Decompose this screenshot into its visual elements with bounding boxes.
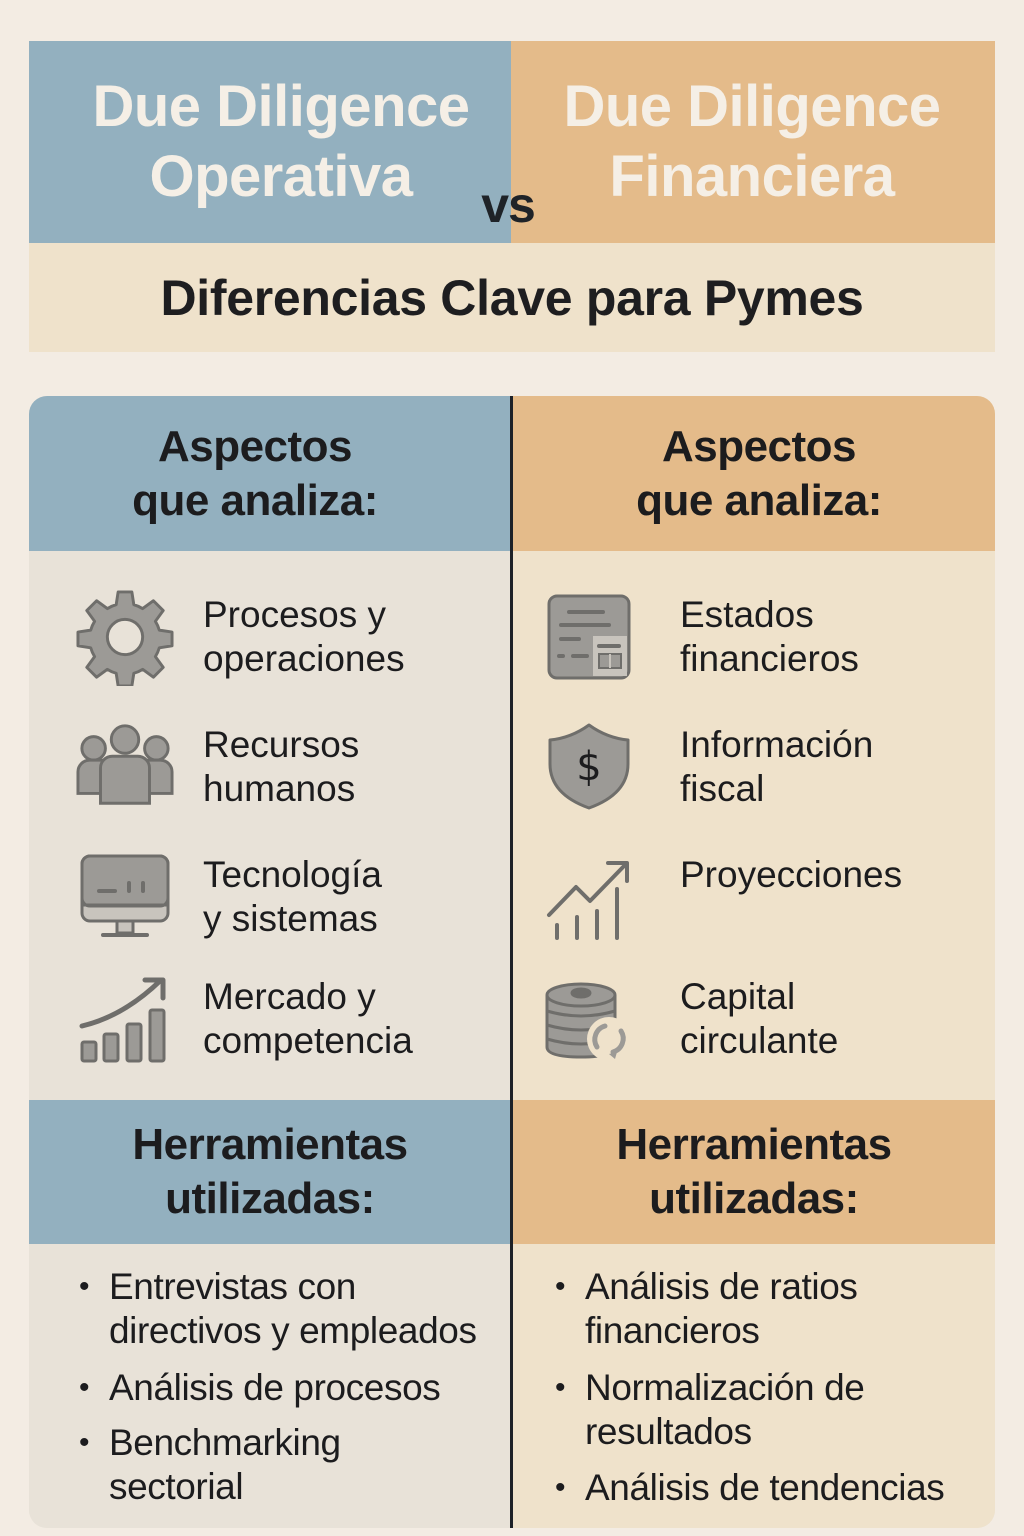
aspect-item-proyecciones: Proyecciones [513, 847, 995, 957]
tool-line2: resultados [585, 1411, 752, 1452]
tool-item: • Análisis de procesos [79, 1366, 499, 1410]
svg-text:$: $ [576, 744, 601, 790]
tool-line1: Normalización de [585, 1367, 865, 1408]
bullet-icon: • [79, 1371, 90, 1404]
operativa-title-line1: Due Diligence [92, 74, 470, 139]
growth-bars-icon [75, 971, 175, 1071]
aspect-item-fiscal: $ Información fiscal [513, 717, 995, 827]
tool-line1: Análisis de tendencias [585, 1467, 945, 1508]
comparison-card: Aspectos que analiza: Procesos y oper [29, 396, 995, 1528]
monitor-icon [75, 847, 175, 947]
operativa-aspects-heading: Aspectos que analiza: [132, 420, 378, 528]
operativa-tools-list: • Entrevistas con directivos y empleados… [29, 1244, 511, 1528]
label-line1: Mercado y [203, 976, 376, 1017]
label-line2: operaciones [203, 638, 405, 679]
tool-line1: Análisis de procesos [109, 1367, 441, 1408]
tool-line2: sectorial [109, 1466, 244, 1507]
financial-statement-icon [539, 587, 639, 687]
aspect-label: Mercado y competencia [203, 975, 413, 1063]
tool-item: • Normalización de resultados [555, 1366, 985, 1454]
financiera-aspects-heading: Aspectos que analiza: [636, 420, 882, 528]
operativa-title: Due Diligence Operativa [92, 72, 470, 212]
label-line2: y sistemas [203, 898, 378, 939]
operativa-title-panel: Due Diligence Operativa [29, 41, 511, 243]
aspect-label: Estados financieros [680, 593, 859, 681]
aspect-label: Información fiscal [680, 723, 873, 811]
aspect-label: Tecnología y sistemas [203, 853, 382, 941]
tool-item: • Análisis de tendencias [555, 1466, 985, 1510]
tool-line1: Entrevistas con [109, 1266, 356, 1307]
heading-line2: que analiza: [132, 475, 378, 525]
tool-line2: directivos y empleados [109, 1310, 477, 1351]
shield-dollar-icon: $ [539, 717, 639, 817]
label-line1: Estados [680, 594, 814, 635]
tool-item: • Análisis de ratios financieros [555, 1265, 985, 1353]
operativa-tools-heading: Herramientas utilizadas: [132, 1118, 408, 1226]
heading-line1: Aspectos [661, 421, 857, 471]
label-line1: Capital [680, 976, 796, 1017]
coins-cycle-icon [539, 973, 639, 1073]
aspect-item-recursos: Recursos humanos [29, 717, 511, 827]
financiera-tools-list: • Análisis de ratios financieros • Norma… [513, 1244, 995, 1528]
vs-label: vs [481, 177, 536, 233]
bullet-icon: • [555, 1270, 566, 1303]
trend-chart-icon [539, 851, 639, 951]
financiera-title-line2: Financiera [609, 144, 895, 209]
heading-line2: utilizadas: [165, 1174, 375, 1223]
label-line2: competencia [203, 1020, 413, 1061]
aspect-item-capital: Capital circulante [513, 971, 995, 1081]
aspect-item-mercado: Mercado y competencia [29, 971, 511, 1081]
aspect-item-procesos: Procesos y operaciones [29, 587, 511, 697]
operativa-aspects-list: Procesos y operaciones [29, 551, 511, 1100]
aspect-label: Recursos humanos [203, 723, 359, 811]
tool-line2: financieros [585, 1310, 760, 1351]
tool-line1: Análisis de ratios [585, 1266, 858, 1307]
subtitle-panel: Diferencias Clave para Pymes [29, 243, 995, 352]
financiera-title-panel: Due Diligence Financiera [511, 41, 995, 243]
bullet-icon: • [79, 1426, 90, 1459]
tool-item: • Entrevistas con directivos y empleados [79, 1265, 499, 1353]
label-line2: humanos [203, 768, 356, 809]
bullet-icon: • [555, 1471, 566, 1504]
label-line1: Procesos y [203, 594, 387, 635]
gear-icon [75, 587, 175, 687]
operativa-title-line2: Operativa [149, 144, 413, 209]
heading-line2: que analiza: [636, 475, 882, 525]
label-line1: Proyecciones [680, 854, 903, 895]
label-line2: circulante [680, 1020, 839, 1061]
title-row: Due Diligence Operativa Due Diligence Fi… [29, 41, 995, 243]
tool-item: • Benchmarking sectorial [79, 1421, 499, 1509]
heading-line1: Herramientas [132, 1120, 408, 1169]
heading-line1: Herramientas [616, 1120, 892, 1169]
heading-line1: Aspectos [157, 421, 353, 471]
bullet-icon: • [79, 1270, 90, 1303]
tool-line1: Benchmarking [109, 1422, 341, 1463]
aspect-item-tecnologia: Tecnología y sistemas [29, 847, 511, 957]
aspect-label: Proyecciones [680, 853, 902, 897]
people-icon [75, 717, 175, 817]
operativa-column: Aspectos que analiza: Procesos y oper [29, 396, 511, 1528]
aspect-label: Procesos y operaciones [203, 593, 405, 681]
label-line1: Recursos [203, 724, 360, 765]
heading-line2: utilizadas: [649, 1174, 859, 1223]
financiera-column: Aspectos que analiza: [513, 396, 995, 1528]
column-divider [510, 396, 513, 1528]
page-subtitle: Diferencias Clave para Pymes [160, 269, 864, 326]
financiera-title-line1: Due Diligence [563, 74, 941, 139]
financiera-aspects-list: Estados financieros $ Información fiscal [513, 551, 995, 1100]
financiera-aspects-header: Aspectos que analiza: [513, 396, 995, 551]
financiera-title: Due Diligence Financiera [563, 72, 941, 212]
financiera-tools-heading: Herramientas utilizadas: [616, 1118, 892, 1226]
label-line2: financieros [680, 638, 859, 679]
label-line2: fiscal [680, 768, 765, 809]
label-line1: Información [680, 724, 874, 765]
financiera-tools-header: Herramientas utilizadas: [513, 1100, 995, 1244]
aspect-item-estados: Estados financieros [513, 587, 995, 697]
operativa-aspects-header: Aspectos que analiza: [29, 396, 511, 551]
header-banner: Due Diligence Operativa Due Diligence Fi… [29, 41, 995, 352]
operativa-tools-header: Herramientas utilizadas: [29, 1100, 511, 1244]
aspect-label: Capital circulante [680, 975, 838, 1063]
label-line1: Tecnología [203, 854, 382, 895]
bullet-icon: • [555, 1371, 566, 1404]
